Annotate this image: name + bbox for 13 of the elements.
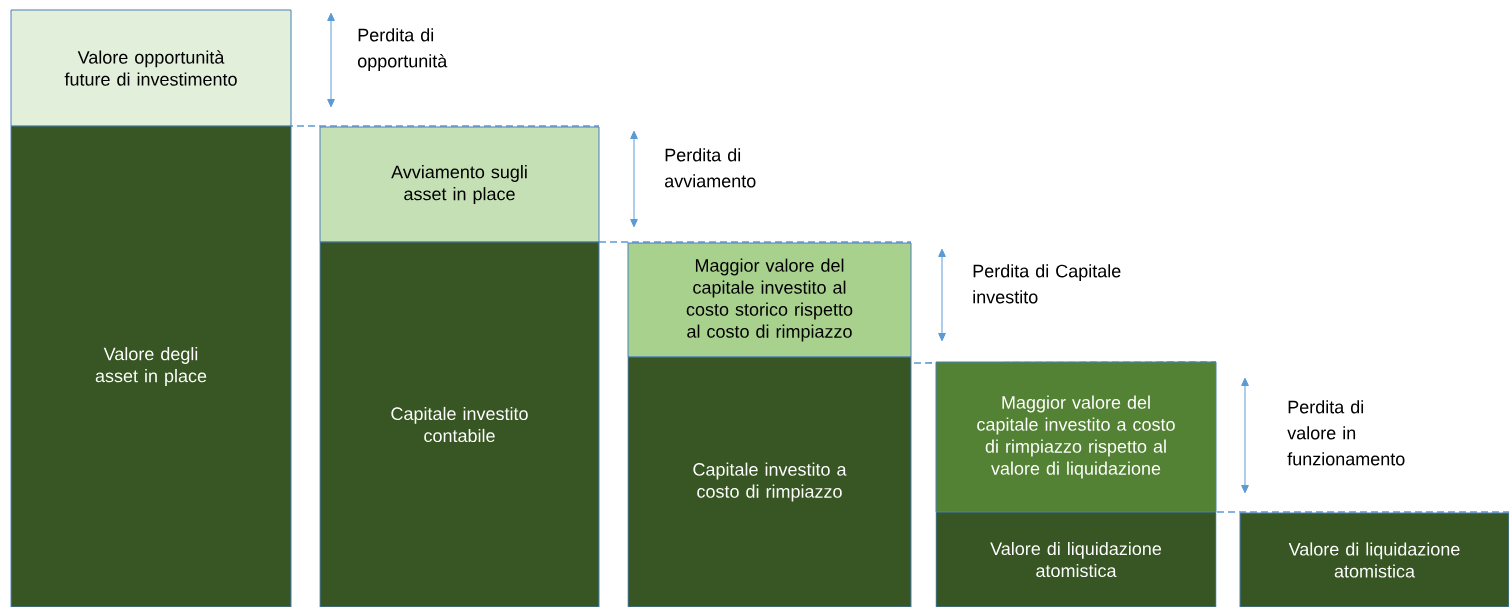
value-block: Maggior valore del capitale investito al costo storico rispetto al costo di rimpiazzo xyxy=(627,242,912,358)
value-block: Valore di liquidazione atomistica xyxy=(1239,512,1509,607)
loss-label: Perdita di opportunità xyxy=(357,28,448,71)
value-block: Valore degli asset in place xyxy=(10,125,292,607)
loss-label: Perdita di valore in funzionamento xyxy=(1287,400,1405,466)
value-block: Valore opportunità future di investimento xyxy=(10,9,292,127)
value-block: Avviamento sugli asset in place xyxy=(319,126,600,243)
loss-label: Perdita di avviamento xyxy=(665,148,756,188)
value-block: Maggior valore del capitale investito a costo di rimpiazzo rispetto al valore di liquidazione xyxy=(935,361,1217,513)
loss-label: Perdita di Capitale investito xyxy=(973,264,1121,304)
value-block: Capitale investito a costo di rimpiazzo xyxy=(627,356,912,607)
value-block: Valore di liquidazione atomistica xyxy=(935,511,1217,607)
value-block: Capitale investito contabile xyxy=(319,241,600,607)
